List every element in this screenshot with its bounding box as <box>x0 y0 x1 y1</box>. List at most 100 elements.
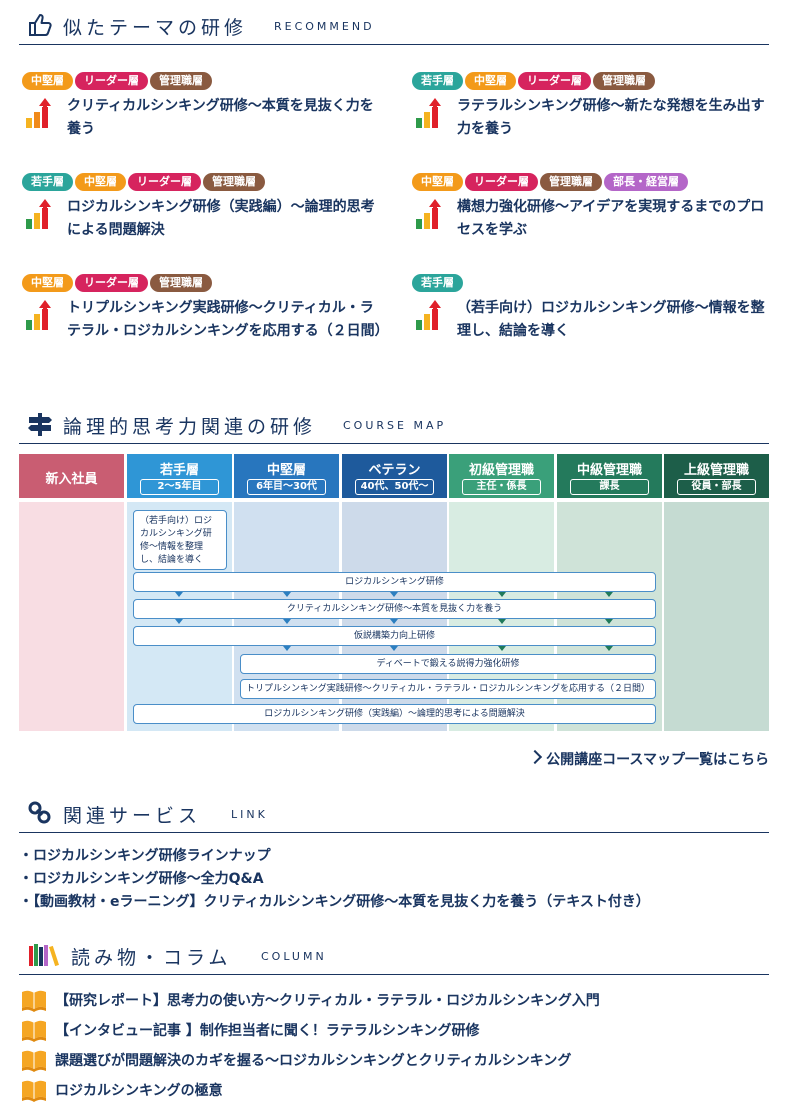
map-column-name: ベテラン <box>368 463 421 478</box>
recommend-title: 似たテーマの研修 <box>63 17 248 39</box>
recommend-item[interactable]: 若手層中堅層リーダー層管理職層 ロジカルシンキング研修（実践編）～論理的思考によ… <box>22 170 382 242</box>
link-icon <box>28 801 51 824</box>
map-column-name: 中堅層 <box>266 463 306 478</box>
service-link[interactable]: ・ロジカルシンキング研修ラインナップ <box>19 848 271 864</box>
tag: リーダー層 <box>75 274 148 292</box>
recommend-link[interactable]: （若手向け）ロジカルシンキング研修～情報を整理し、結論を導く <box>457 300 765 339</box>
map-column-sub: 2～5年目 <box>140 479 219 495</box>
map-column-header: 新入社員 <box>19 454 124 498</box>
coursemap-list-link-label[interactable]: 公開講座コースマップ一覧はこちら <box>546 752 769 768</box>
thumbs-up-icon <box>29 14 52 36</box>
recommend-link[interactable]: ロジカルシンキング研修（実践編）～論理的思考による問題解決 <box>67 199 375 238</box>
map-arrow-icon <box>498 646 506 651</box>
tag: 中堅層 <box>75 173 126 191</box>
bar-chart-up-icon <box>26 98 51 128</box>
tag-list: 中堅層リーダー層管理職層部長・経営層 <box>412 170 772 191</box>
map-column-sub: 役員・部長 <box>677 479 756 495</box>
bar-chart-up-icon <box>416 300 441 330</box>
services-en: LINK <box>231 808 268 821</box>
recommend-item[interactable]: 若手層 （若手向け）ロジカルシンキング研修～情報を整理し、結論を導く <box>412 271 772 343</box>
map-arrow-icon <box>175 619 183 624</box>
map-column-sub: 40代、50代～ <box>355 479 434 495</box>
map-arrow-icon <box>498 592 506 597</box>
tag: 管理職層 <box>150 72 212 90</box>
column-en: COLUMN <box>261 950 327 963</box>
coursemap-list-link[interactable]: 公開講座コースマップ一覧はこちら <box>528 749 769 769</box>
map-arrow-icon <box>498 619 506 624</box>
books-icon <box>29 944 59 967</box>
map-column-name: 若手層 <box>159 463 199 478</box>
recommend-link[interactable]: クリティカルシンキング研修～本質を見抜く力を養う <box>67 98 374 137</box>
tag: 若手層 <box>412 72 463 90</box>
recommend-link[interactable]: トリプルシンキング実践研修～クリティカル・ラテラル・ロジカルシンキングを応用する… <box>67 300 389 339</box>
services-title: 関連サービス <box>63 805 202 827</box>
open-book-icon <box>22 990 46 1012</box>
tag: リーダー層 <box>465 173 538 191</box>
map-column-header: 初級管理職主任・係長 <box>449 454 554 498</box>
map-column-header: 上級管理職役員・部長 <box>664 454 769 498</box>
tag: 若手層 <box>22 173 73 191</box>
recommend-item[interactable]: 中堅層リーダー層管理職層 クリティカルシンキング研修～本質を見抜く力を養う <box>22 69 382 141</box>
tag-list: 若手層 <box>412 271 772 292</box>
course-bar-hypothesis[interactable]: 仮説構築力向上研修 <box>133 626 656 646</box>
open-book-icon <box>22 1080 46 1102</box>
course-bar-logical[interactable]: ロジカルシンキング研修 <box>133 572 656 592</box>
map-column-name: 初級管理職 <box>468 463 534 478</box>
map-arrow-icon <box>283 619 291 624</box>
services-list: ・ロジカルシンキング研修ラインナップ ・ロジカルシンキング研修～全力Q&A ・【… <box>19 845 650 914</box>
open-book-icon <box>22 1020 46 1042</box>
column-link[interactable]: 課題選びが問題解決のカギを握る～ロジカルシンキングとクリティカルシンキング <box>55 1053 572 1069</box>
bar-chart-up-icon <box>26 199 51 229</box>
map-arrow-icon <box>283 592 291 597</box>
recommend-item[interactable]: 若手層中堅層リーダー層管理職層 ラテラルシンキング研修～新たな発想を生み出す力を… <box>412 69 772 141</box>
recommend-link[interactable]: 構想力強化研修～アイデアを実現するまでのプロセスを学ぶ <box>457 199 765 238</box>
map-column-name: 上級管理職 <box>683 463 749 478</box>
service-link[interactable]: ・ロジカルシンキング研修～全力Q&A <box>19 871 264 887</box>
coursemap-en: COURSE MAP <box>343 419 447 432</box>
tag: 部長・経営層 <box>604 173 688 191</box>
column-title: 読み物・コラム <box>71 947 232 969</box>
recommend-item[interactable]: 中堅層リーダー層管理職層 トリプルシンキング実践研修～クリティカル・ラテラル・ロ… <box>22 271 389 343</box>
map-column-bg <box>664 502 769 731</box>
coursemap-title: 論理的思考力関連の研修 <box>63 416 317 438</box>
recommend-heading: 似たテーマの研修 RECOMMEND <box>19 10 769 45</box>
chevron-right-icon <box>528 749 543 765</box>
bar-chart-up-icon <box>416 199 441 229</box>
tag: 管理職層 <box>593 72 655 90</box>
course-box-wakate-logical[interactable]: （若手向け）ロジカルシンキング研修～情報を整理し、結論を導く <box>133 510 227 570</box>
tag-list: 若手層中堅層リーダー層管理職層 <box>412 69 772 90</box>
map-arrow-icon <box>605 592 613 597</box>
map-arrow-icon <box>390 592 398 597</box>
map-column-bg <box>19 502 124 731</box>
course-bar-critical[interactable]: クリティカルシンキング研修～本質を見抜く力を養う <box>133 599 656 619</box>
column-link[interactable]: ロジカルシンキングの極意 <box>55 1083 223 1099</box>
map-arrow-icon <box>390 619 398 624</box>
tag: リーダー層 <box>75 72 148 90</box>
course-bar-debate[interactable]: ディベートで鍛える説得力強化研修 <box>240 654 656 674</box>
course-bar-logical-practice[interactable]: ロジカルシンキング研修（実践編）～論理的思考による問題解決 <box>133 704 656 724</box>
open-book-icon <box>22 1050 46 1072</box>
map-arrow-icon <box>605 646 613 651</box>
map-column-header: 中級管理職課長 <box>557 454 662 498</box>
recommend-item[interactable]: 中堅層リーダー層管理職層部長・経営層 構想力強化研修～アイデアを実現するまでのプ… <box>412 170 772 242</box>
service-link[interactable]: ・【動画教材・eラーニング】クリティカルシンキング研修～本質を見抜く力を養う（テ… <box>19 894 650 910</box>
map-column-sub: 6年目～30代 <box>247 479 326 495</box>
column-link[interactable]: 【研究レポート】思考力の使い方～クリティカル・ラテラル・ロジカルシンキング入門 <box>55 993 600 1009</box>
recommend-link[interactable]: ラテラルシンキング研修～新たな発想を生み出す力を養う <box>457 98 765 137</box>
column-link[interactable]: 【インタビュー記事 】制作担当者に聞く！ラテラルシンキング研修 <box>55 1023 480 1039</box>
recommend-en: RECOMMEND <box>274 20 375 33</box>
map-column-name: 新入社員 <box>45 472 98 487</box>
tag: 若手層 <box>412 274 463 292</box>
course-bar-triple[interactable]: トリプルシンキング実践研修～クリティカル・ラテラル・ロジカルシンキングを応用する… <box>240 679 656 699</box>
map-arrow-icon <box>175 592 183 597</box>
tag: 管理職層 <box>150 274 212 292</box>
map-column-sub: 主任・係長 <box>462 479 541 495</box>
tag: 中堅層 <box>22 274 73 292</box>
tag: 管理職層 <box>203 173 265 191</box>
tag: 中堅層 <box>22 72 73 90</box>
tag-list: 中堅層リーダー層管理職層 <box>22 271 382 292</box>
